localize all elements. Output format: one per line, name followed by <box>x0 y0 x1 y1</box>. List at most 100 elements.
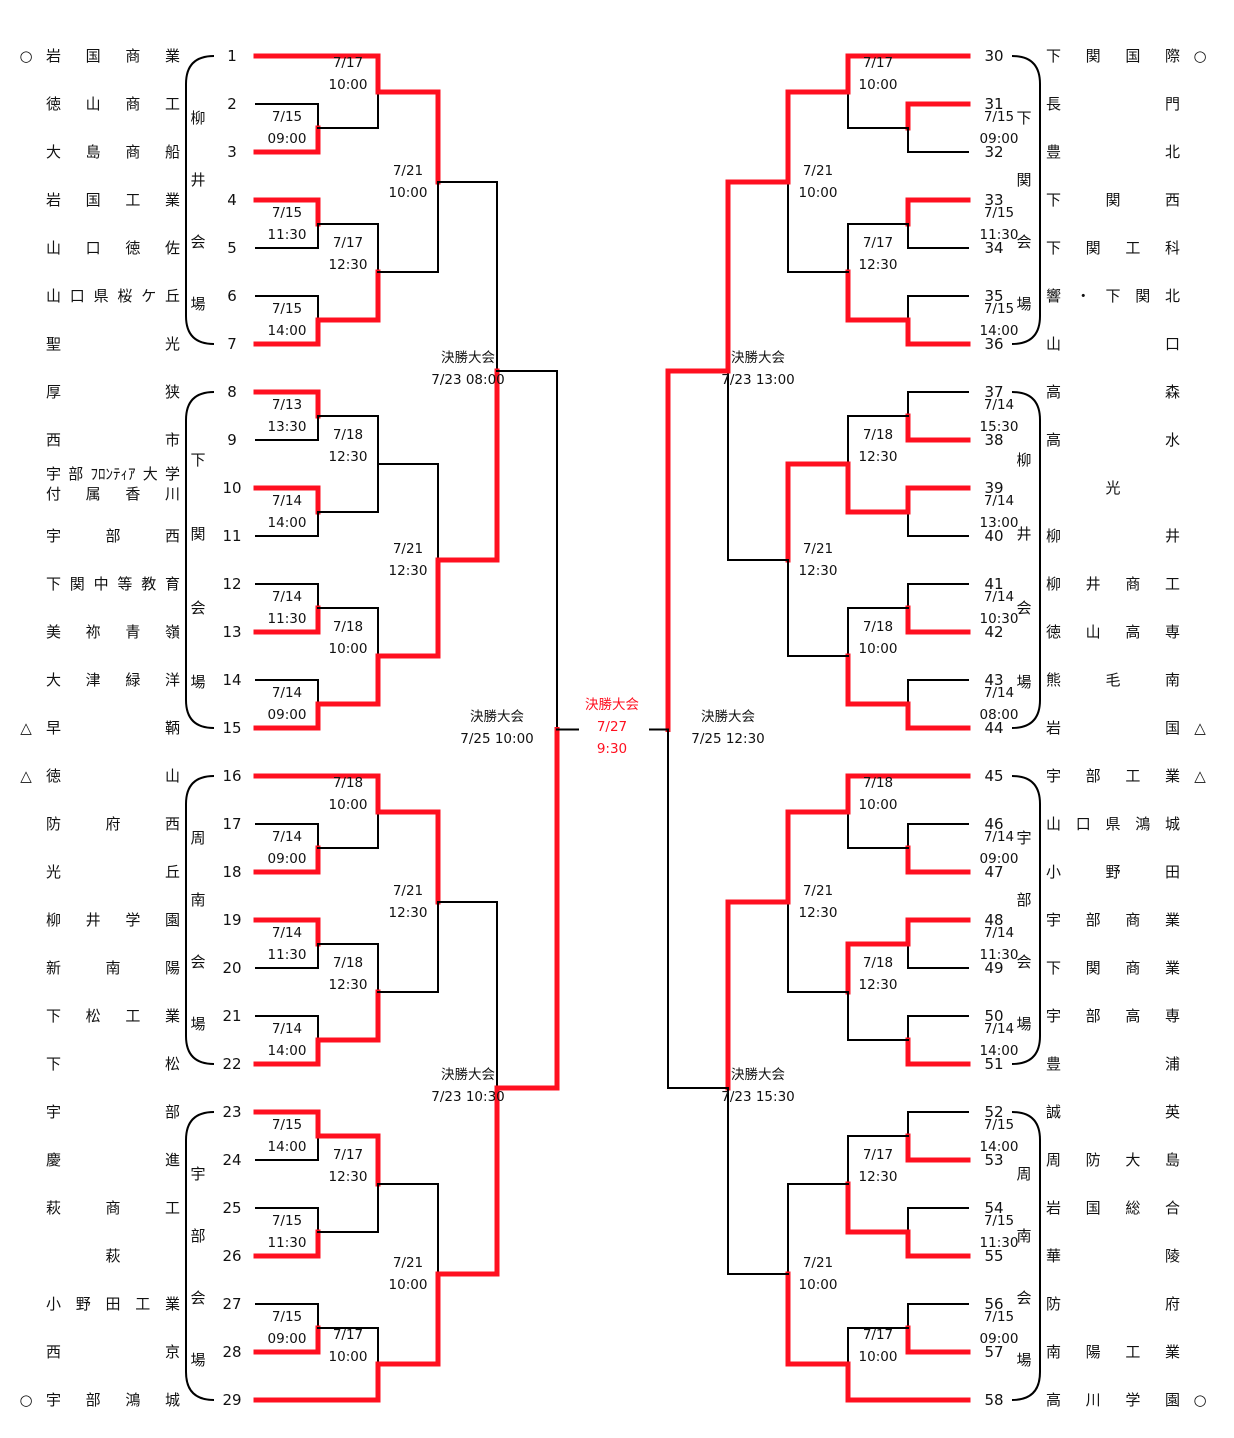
match-time: 12:30 <box>328 1169 368 1185</box>
seed-circle-mark: ○ <box>1193 1391 1207 1409</box>
venue-label: 周南会場 <box>1014 1142 1034 1390</box>
match-date: 7/21 <box>392 883 424 899</box>
team-number: 34 <box>984 239 1004 257</box>
venue-char: 場 <box>1016 1014 1032 1033</box>
venue-bracket <box>185 55 215 345</box>
team-number: 1 <box>227 47 237 65</box>
venue-label: 柳井会場 <box>1014 422 1034 718</box>
match-date: 7/14 <box>983 685 1015 701</box>
team-name: 防府 <box>1046 1295 1180 1313</box>
team-number: 37 <box>984 383 1004 401</box>
venue-label: 宇部会場 <box>1014 806 1034 1054</box>
venue-char: 関 <box>1016 170 1032 189</box>
match-date: 7/18 <box>332 955 364 971</box>
team-name: 宇部高専 <box>1046 1007 1180 1025</box>
team-number: 38 <box>984 431 1004 449</box>
team-number: 4 <box>227 191 237 209</box>
match-time: 11:30 <box>267 947 307 963</box>
match-time: 10:00 <box>328 1349 368 1365</box>
match-date: 決勝大会 <box>731 350 785 366</box>
venue-char: 会 <box>190 598 206 617</box>
match-time: 7/25 12:30 <box>691 730 765 747</box>
match-time: 10:00 <box>858 797 898 813</box>
venue-char: 井 <box>190 170 206 189</box>
team-number: 42 <box>984 623 1004 641</box>
seed-circle-mark: ○ <box>19 1391 33 1409</box>
venue-char: 南 <box>1016 1226 1032 1245</box>
team-name: 山口県鴻城 <box>1046 815 1180 833</box>
team-name: 響・下関北 <box>1046 287 1180 305</box>
match-time: 7/23 08:00 <box>431 372 505 388</box>
team-name: 周防大島 <box>1046 1151 1180 1169</box>
team-number: 15 <box>222 719 242 737</box>
match-date: 7/17 <box>862 235 894 251</box>
team-number: 32 <box>984 143 1004 161</box>
team-name: 新南陽 <box>46 959 180 977</box>
match-date: 7/17 <box>862 55 894 71</box>
team-name: 岩国工業 <box>46 191 180 209</box>
match-date: 7/15 <box>983 109 1015 125</box>
match-time: 14:00 <box>267 515 307 531</box>
team-number: 53 <box>984 1151 1004 1169</box>
team-name: 豊浦 <box>1046 1055 1180 1073</box>
match-time: 11:30 <box>267 611 307 627</box>
team-number: 20 <box>222 959 242 977</box>
team-number: 21 <box>222 1007 242 1025</box>
venue-label: 柳井会場 <box>188 86 208 334</box>
match-time: 10:00 <box>328 797 368 813</box>
match-date: 7/15 <box>271 1213 303 1229</box>
team-number: 9 <box>227 431 237 449</box>
match-date: 7/15 <box>271 109 303 125</box>
team-name: 誠英 <box>1046 1103 1180 1121</box>
match-date: 7/14 <box>983 1021 1015 1037</box>
team-name: 山口 <box>1046 335 1180 353</box>
team-name: 西京 <box>46 1343 180 1361</box>
team-name: 萩 <box>105 1247 121 1265</box>
match-time: 14:00 <box>267 1043 307 1059</box>
match-label-round4: 決勝大会 7/23 08:00 <box>428 347 508 391</box>
team-name: 宇部西 <box>46 527 180 545</box>
team-name: 光 <box>1105 479 1121 497</box>
team-name-line: 宇部ﾌﾛﾝﾃｨｱ大学 <box>46 465 180 483</box>
match-time: 09:00 <box>267 1331 307 1347</box>
match-date: 決勝大会 <box>441 350 495 366</box>
match-time: 14:00 <box>267 1139 307 1155</box>
match-date: 7/14 <box>983 589 1015 605</box>
match-time: 10:00 <box>858 77 898 93</box>
match-time: 10:00 <box>388 1277 428 1293</box>
match-date: 7/21 <box>802 883 834 899</box>
seed-triangle-mark: △ <box>20 719 32 737</box>
match-time: 7/23 13:00 <box>721 372 795 388</box>
team-number: 55 <box>984 1247 1004 1265</box>
team-name: 早鞆 <box>46 719 180 737</box>
team-number: 31 <box>984 95 1004 113</box>
venue-label: 下関会場 <box>188 422 208 718</box>
venue-char: 場 <box>1016 294 1032 313</box>
team-number: 11 <box>222 527 242 545</box>
match-label-round2: 7/17 10:00 <box>838 52 918 96</box>
team-number: 45 <box>984 767 1004 785</box>
team-number: 33 <box>984 191 1004 209</box>
match-date: 7/17 <box>862 1147 894 1163</box>
match-date: 7/14 <box>983 829 1015 845</box>
venue-char: 南 <box>190 890 206 909</box>
match-time: 14:00 <box>979 1139 1019 1155</box>
team-name: 宇部鴻城 <box>46 1391 180 1409</box>
match-time: 12:30 <box>858 977 898 993</box>
team-number: 8 <box>227 383 237 401</box>
